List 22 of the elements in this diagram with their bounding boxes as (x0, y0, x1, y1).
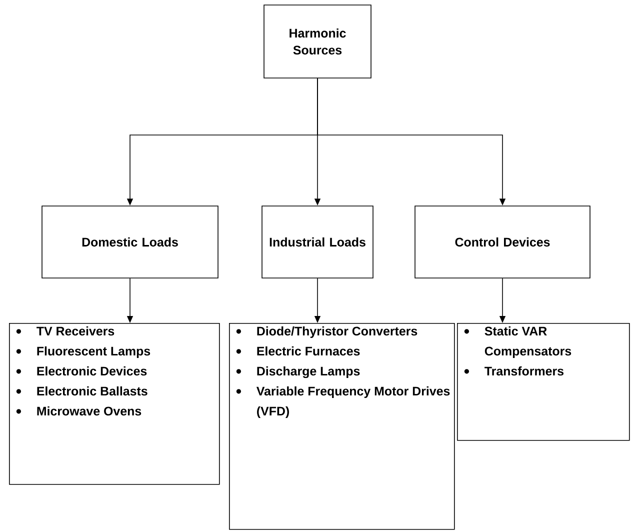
list-item: Static VAR Compensators (484, 326, 572, 358)
list-item: Electronic Devices (37, 366, 147, 376)
list-item: TV Receivers (36, 326, 114, 336)
list-item: Variable Frequency Motor Drives (VFD) (256, 386, 450, 418)
category-box (414, 206, 590, 278)
list-item: Discharge Lamps (257, 366, 360, 378)
list-item: Fluorescent Lamps (37, 346, 150, 358)
list-item: Electric Furnaces (257, 346, 360, 356)
box-label: Industrial Loads (270, 237, 366, 247)
list-item: Electronic Ballasts (37, 386, 148, 396)
category-box (264, 4, 372, 78)
list-box (457, 323, 630, 441)
list-item: Microwave Ovens (37, 406, 142, 416)
box-label: Domestic Loads (82, 237, 178, 247)
category-box (262, 206, 374, 278)
box-label: Control Devices (455, 237, 550, 247)
list-item: Transformers (484, 366, 564, 376)
box-label: Harmonic Sources (290, 28, 346, 55)
list-item: Diode/Thyristor Converters (257, 326, 418, 338)
list-box (9, 323, 220, 485)
list-box (229, 323, 455, 530)
category-box (42, 206, 218, 278)
